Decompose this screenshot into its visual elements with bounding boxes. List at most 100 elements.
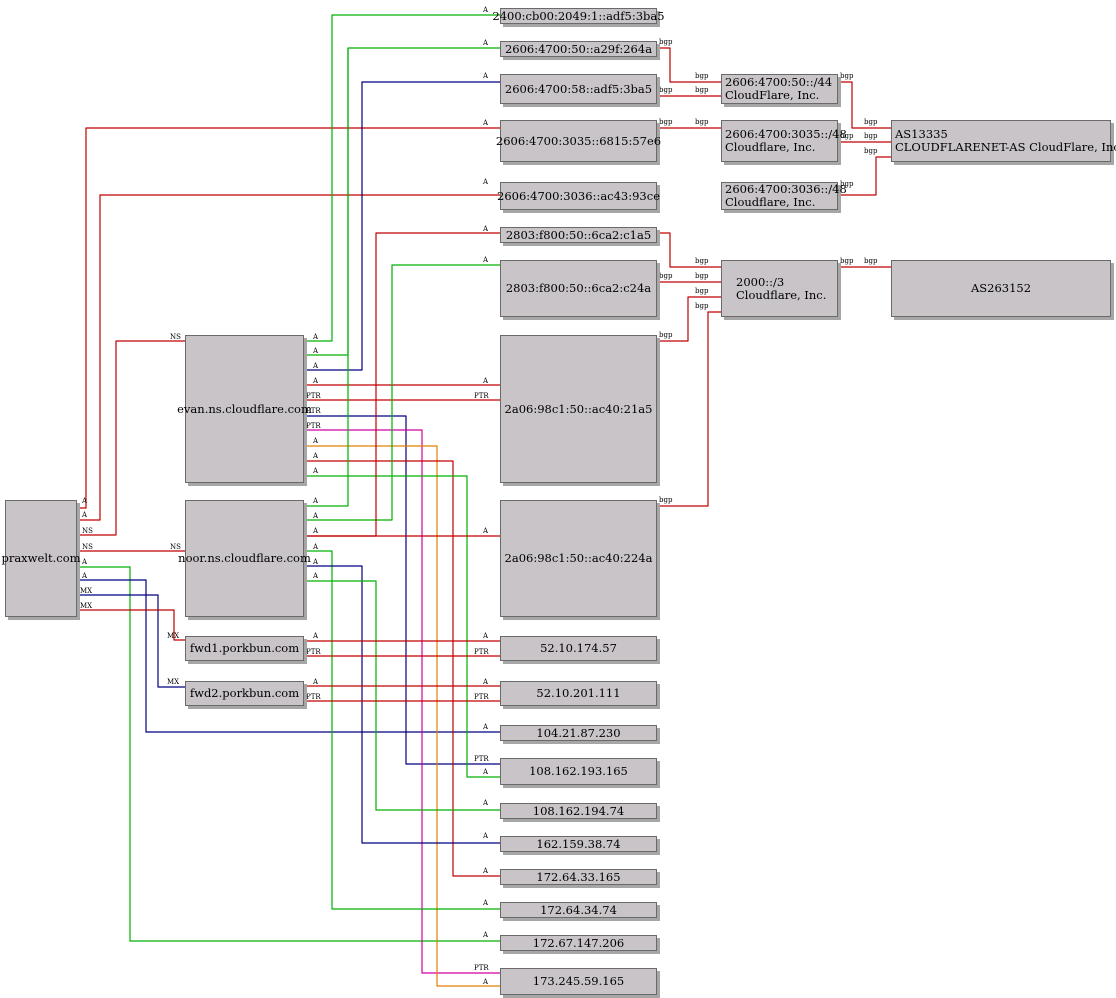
edge-label: bgp bbox=[695, 118, 709, 126]
edge-label: PTR bbox=[474, 392, 489, 400]
edge-label: MX bbox=[167, 632, 179, 640]
prefix-owner: Cloudflare, Inc. bbox=[725, 140, 816, 154]
edge-label: A bbox=[81, 572, 88, 580]
node-ipv4[interactable]: 172.64.34.74 bbox=[500, 902, 657, 918]
prefix-owner: CloudFlare, Inc. bbox=[725, 88, 820, 102]
edge-label: NS bbox=[170, 333, 181, 341]
edge-a bbox=[78, 566, 500, 942]
edge-label: bgp bbox=[695, 72, 709, 80]
edge-label: A bbox=[482, 799, 489, 807]
edge-label: A bbox=[482, 632, 489, 640]
node-ipv4[interactable]: 52.10.174.57 bbox=[500, 636, 657, 661]
edge-bgp bbox=[657, 232, 721, 268]
edge-bgp bbox=[838, 81, 891, 129]
asn-label: AS13335 bbox=[895, 127, 948, 141]
prefix-label: 2000::/3 bbox=[736, 274, 785, 289]
edge-label: A bbox=[482, 678, 489, 686]
edge-bgp bbox=[657, 296, 721, 342]
edge-label: A bbox=[482, 723, 489, 731]
edge-label: bgp bbox=[840, 132, 854, 140]
edge-a bbox=[304, 475, 500, 778]
edge-label: bgp bbox=[840, 257, 854, 265]
edge-label: PTR bbox=[474, 648, 489, 656]
edge-label: A bbox=[312, 558, 319, 566]
node-ipv4[interactable]: 52.10.201.111 bbox=[500, 681, 657, 706]
edge-label: NS bbox=[82, 543, 93, 551]
edge-label: A bbox=[312, 362, 319, 370]
edge-label: A bbox=[482, 867, 489, 875]
node-ipv6[interactable]: 2a06:98c1:50::ac40:21a5 bbox=[500, 335, 657, 483]
edge-label: A bbox=[312, 497, 319, 505]
edge-label: PTR bbox=[474, 693, 489, 701]
edge-label: A bbox=[482, 256, 489, 264]
edge-label: bgp bbox=[659, 118, 673, 126]
node-ipv6[interactable]: 2803:f800:50::6ca2:c1a5 bbox=[500, 227, 657, 243]
edge-label: MX bbox=[80, 587, 92, 595]
edge-label: A bbox=[482, 119, 489, 127]
prefix-label: 2606:4700:3036::/48 bbox=[725, 182, 847, 196]
node-ipv6[interactable]: 2a06:98c1:50::ac40:224a bbox=[500, 500, 657, 617]
node-mx-fwd1[interactable]: fwd1.porkbun.com bbox=[185, 636, 304, 661]
node-ipv4[interactable]: 172.64.33.165 bbox=[500, 869, 657, 885]
edge-label: A bbox=[482, 931, 489, 939]
node-ipv4[interactable]: 108.162.194.74 bbox=[500, 803, 657, 819]
edge-label: A bbox=[482, 72, 489, 80]
edge-label: A bbox=[482, 768, 489, 776]
edge-label: bgp bbox=[695, 302, 709, 310]
node-asn[interactable]: AS263152 bbox=[891, 260, 1111, 317]
node-domain[interactable]: praxwelt.com bbox=[1, 500, 81, 617]
edge-label: PTR bbox=[306, 407, 321, 415]
edge-label: PTR bbox=[306, 392, 321, 400]
node-nameserver-noor[interactable]: noor.ns.cloudflare.com bbox=[178, 500, 311, 617]
edge-label: MX bbox=[80, 602, 92, 610]
node-mx-fwd2[interactable]: fwd2.porkbun.com bbox=[185, 681, 304, 706]
edge-label: bgp bbox=[840, 72, 854, 80]
edge-label: bgp bbox=[695, 272, 709, 280]
node-ipv6[interactable]: 2606:4700:3036::ac43:93ce bbox=[497, 182, 660, 210]
edge-a bbox=[78, 194, 500, 521]
edge-label: A bbox=[81, 511, 88, 519]
edge-label: bgp bbox=[659, 272, 673, 280]
node-ipv6[interactable]: 2606:4700:58::adf5:3ba5 bbox=[500, 74, 657, 104]
node-ipv4[interactable]: 104.21.87.230 bbox=[500, 725, 657, 741]
edge-label: PTR bbox=[474, 755, 489, 763]
edge-label: A bbox=[312, 452, 319, 460]
edge-label: A bbox=[482, 978, 489, 986]
edge-a bbox=[304, 445, 500, 987]
node-ipv6[interactable]: 2606:4700:3035::6815:57e6 bbox=[496, 120, 661, 162]
node-ipv6[interactable]: 2400:cb00:2049:1::adf5:3ba5 bbox=[492, 8, 665, 24]
node-ipv4[interactable]: 173.245.59.165 bbox=[500, 968, 657, 995]
edge-label: A bbox=[312, 333, 319, 341]
edge-bgp bbox=[838, 156, 891, 196]
edge-a bbox=[304, 550, 500, 910]
edge-label: A bbox=[482, 225, 489, 233]
edge-label: PTR bbox=[474, 964, 489, 972]
edge-label: A bbox=[482, 527, 489, 535]
edge-mx bbox=[78, 609, 185, 641]
node-ipv6[interactable]: 2803:f800:50::6ca2:c24a bbox=[500, 260, 657, 317]
edge-label: A bbox=[482, 6, 489, 14]
edge-label: bgp bbox=[864, 257, 878, 265]
node-ipv6[interactable]: 2606:4700:50::a29f:264a bbox=[500, 41, 657, 57]
edge-label: A bbox=[312, 437, 319, 445]
edge-label: A bbox=[312, 467, 319, 475]
edge-a bbox=[304, 580, 500, 811]
edge-label: bgp bbox=[695, 287, 709, 295]
node-ipv4[interactable]: 108.162.193.165 bbox=[500, 758, 657, 785]
edge-label: A bbox=[482, 899, 489, 907]
node-ipv4[interactable]: 172.67.147.206 bbox=[500, 935, 657, 951]
edge-bgp bbox=[657, 47, 721, 83]
edge-label: bgp bbox=[659, 86, 673, 94]
edge-label: A bbox=[312, 572, 319, 580]
edge-label: A bbox=[81, 558, 88, 566]
edge-a bbox=[304, 81, 500, 371]
node-nameserver-evan[interactable]: evan.ns.cloudflare.com bbox=[177, 335, 312, 483]
edge-label: bgp bbox=[840, 180, 854, 188]
node-ipv4[interactable]: 162.159.38.74 bbox=[500, 836, 657, 852]
